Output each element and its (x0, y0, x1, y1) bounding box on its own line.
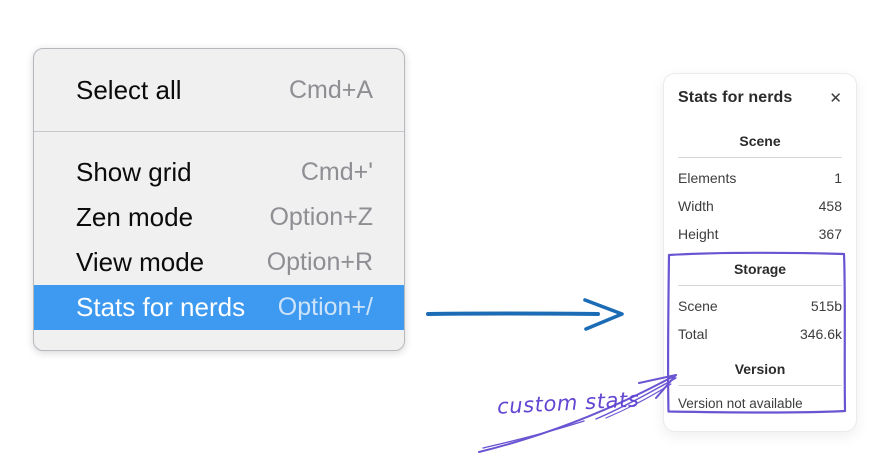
stat-row-total-storage: Total 346.6k (678, 320, 842, 348)
menu-item-shortcut: Cmd+A (288, 75, 373, 104)
annotation-custom-stats: custom stats (496, 387, 640, 419)
section-header-scene: Scene (739, 133, 781, 149)
blue-arrow (426, 298, 624, 331)
menu-item-view-mode[interactable]: View mode Option+R (34, 240, 404, 285)
stats-panel: Stats for nerds ✕ Scene Elements 1 Width… (663, 73, 857, 432)
section-divider (678, 385, 842, 386)
section-header-storage: Storage (733, 261, 787, 277)
stat-value: 458 (818, 198, 842, 214)
stat-value: 367 (818, 226, 842, 242)
section-divider (678, 285, 842, 286)
stat-label: Scene (678, 298, 718, 314)
menu-item-select-all[interactable]: Select all Cmd+A (34, 68, 404, 113)
context-menu: Select all Cmd+A Show grid Cmd+' Zen mod… (33, 48, 405, 351)
menu-item-zen-mode[interactable]: Zen mode Option+Z (34, 195, 404, 240)
stat-label: Height (678, 226, 719, 242)
stat-value: 346.6k (799, 326, 842, 342)
menu-item-shortcut: Cmd+' (300, 158, 373, 186)
stat-row-scene-storage: Scene 515b (678, 292, 842, 320)
menu-group-top: Select all Cmd+A (34, 49, 404, 131)
stat-label: Total (678, 326, 708, 342)
close-icon[interactable]: ✕ (829, 89, 842, 107)
section-header-version: Version (734, 361, 786, 377)
menu-item-label: Select all (76, 74, 182, 105)
stat-row-height: Height 367 (678, 220, 842, 248)
menu-item-label: Zen mode (76, 202, 194, 232)
stat-label: Width (678, 198, 714, 214)
menu-item-shortcut: Option+Z (269, 203, 373, 231)
stat-label: Elements (678, 170, 737, 186)
menu-divider (34, 131, 404, 132)
menu-group-bottom: Show grid Cmd+' Zen mode Option+Z View m… (34, 132, 404, 330)
stat-row-elements: Elements 1 (678, 164, 842, 192)
stat-row-width: Width 458 (678, 192, 842, 220)
version-note: Version not available (678, 396, 803, 411)
section-divider (678, 157, 842, 158)
menu-item-label: Stats for nerds (76, 292, 246, 322)
menu-item-shortcut: Option+R (266, 248, 373, 276)
stats-panel-header: Stats for nerds ✕ (678, 88, 842, 108)
menu-item-shortcut: Option+/ (277, 293, 373, 321)
menu-item-show-grid[interactable]: Show grid Cmd+' (34, 150, 404, 195)
menu-item-label: Show grid (76, 157, 192, 187)
stat-value: 515b (810, 298, 842, 314)
menu-item-stats-for-nerds[interactable]: Stats for nerds Option+/ (34, 285, 404, 330)
stats-panel-title: Stats for nerds (678, 89, 793, 106)
menu-item-label: View mode (76, 247, 205, 277)
stat-value: 1 (834, 170, 842, 186)
